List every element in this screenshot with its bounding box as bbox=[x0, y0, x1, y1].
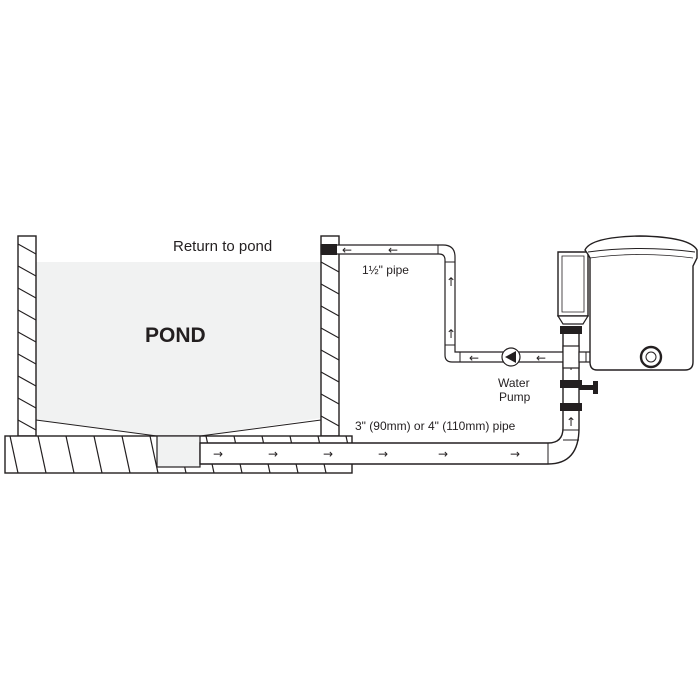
flow-arrow-right: → bbox=[510, 447, 520, 461]
large-pipe-label: 3" (90mm) or 4" (110mm) pipe bbox=[355, 419, 516, 433]
pond-liner-right bbox=[199, 419, 322, 437]
pond-label: POND bbox=[145, 324, 206, 347]
riser-coupling bbox=[560, 380, 582, 388]
return-to-pond-label: Return to pond bbox=[173, 238, 272, 255]
settlement-chamber bbox=[556, 251, 590, 325]
ball-valve bbox=[579, 381, 598, 394]
pond-wall-left bbox=[17, 235, 37, 437]
water-pump bbox=[501, 347, 521, 367]
bottom-drain bbox=[156, 435, 201, 468]
flow-arrow-left: ← bbox=[469, 351, 479, 365]
filter-outlet-port bbox=[639, 345, 663, 369]
flow-arrow-up: ↑ bbox=[566, 415, 576, 429]
flow-arrow-left: ← bbox=[342, 243, 352, 257]
flow-arrow-right: → bbox=[268, 447, 278, 461]
riser-coupling bbox=[560, 403, 582, 411]
small-pipe-label: 1½" pipe bbox=[362, 263, 409, 277]
flow-arrow-left: ← bbox=[536, 351, 546, 365]
return-outlet-fitting bbox=[321, 244, 337, 255]
flow-arrow-right: → bbox=[378, 447, 388, 461]
small-return-pipe bbox=[320, 244, 564, 363]
water-pump-label-line1: Water bbox=[498, 376, 530, 390]
flow-arrow-left: ← bbox=[388, 243, 398, 257]
flow-arrow-right: → bbox=[323, 447, 333, 461]
flow-arrow-up: ↑ bbox=[446, 327, 456, 341]
pond-wall-right bbox=[320, 235, 340, 437]
flow-arrow-right: → bbox=[438, 447, 448, 461]
water-pump-label-line2: Pump bbox=[499, 390, 531, 404]
flow-arrow-up: ↑ bbox=[446, 275, 456, 289]
riser-coupling bbox=[560, 326, 582, 334]
pond-liner-left bbox=[35, 419, 158, 437]
pond-water bbox=[36, 262, 321, 436]
flow-arrow-right: → bbox=[213, 447, 223, 461]
filter-box bbox=[584, 235, 698, 371]
